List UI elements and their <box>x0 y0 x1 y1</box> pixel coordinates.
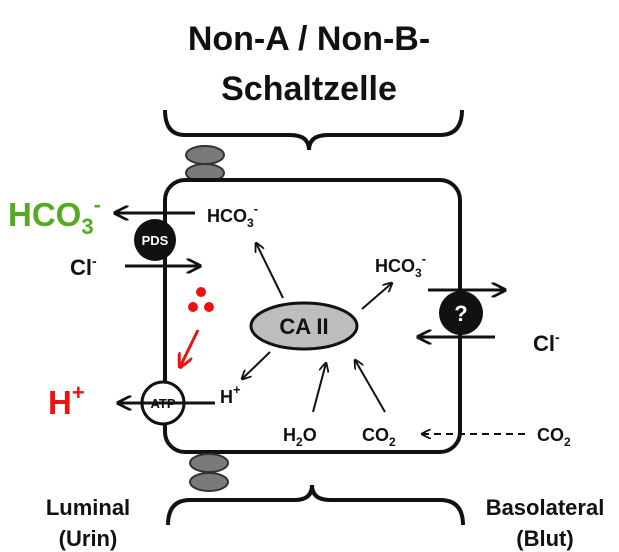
basolateral-co2-label: CO2 <box>537 425 571 449</box>
ca-to-h-arrow <box>242 351 271 379</box>
luminal-sublabel: (Urin) <box>59 526 118 551</box>
red-dot-2 <box>188 302 198 312</box>
cell-h-label: H+ <box>220 382 241 407</box>
basolateral-cl-label: Cl- <box>533 329 560 356</box>
basolateral-label: Basolateral <box>486 495 605 520</box>
top-brace <box>163 109 464 151</box>
red-dot-3 <box>204 302 214 312</box>
unknown-transporter <box>439 291 483 335</box>
pds-transporter <box>134 219 176 261</box>
title-line-2: Schaltzelle <box>221 70 397 108</box>
bottom-brace <box>166 484 465 526</box>
ca-ii-label: CA II <box>279 314 328 339</box>
co2-to-ca-arrow <box>355 360 386 413</box>
luminal-cl-label: Cl- <box>70 253 97 280</box>
luminal-h-label: H+ <box>48 380 85 421</box>
luminal-label: Luminal <box>46 495 130 520</box>
ca-to-hco3-left-arrow <box>256 243 284 299</box>
cell-hco3-left-label: HCO3- <box>207 201 258 230</box>
ca-to-hco3-right-arrow <box>361 283 392 310</box>
cell-hco3-right-label: HCO3- <box>375 251 426 280</box>
tight-junction-bottom-2 <box>189 472 229 492</box>
red-dot-1 <box>196 287 206 297</box>
luminal-hco3-label: HCO3- <box>8 192 101 239</box>
tight-junction-bottom-1 <box>189 453 229 473</box>
cell-co2-label: CO2 <box>362 425 396 449</box>
red-atp-activation-arrow <box>180 329 200 367</box>
h2o-label: H2O <box>283 425 317 449</box>
h2o-to-ca-arrow <box>312 363 326 413</box>
title-line-1: Non-A / Non-B- <box>188 20 430 58</box>
tight-junction-top-1 <box>185 145 225 165</box>
ca-ii-enzyme <box>249 301 359 351</box>
pds-label: PDS <box>142 233 169 248</box>
unknown-transporter-label: ? <box>454 301 467 326</box>
basolateral-sublabel: (Blut) <box>516 526 573 551</box>
